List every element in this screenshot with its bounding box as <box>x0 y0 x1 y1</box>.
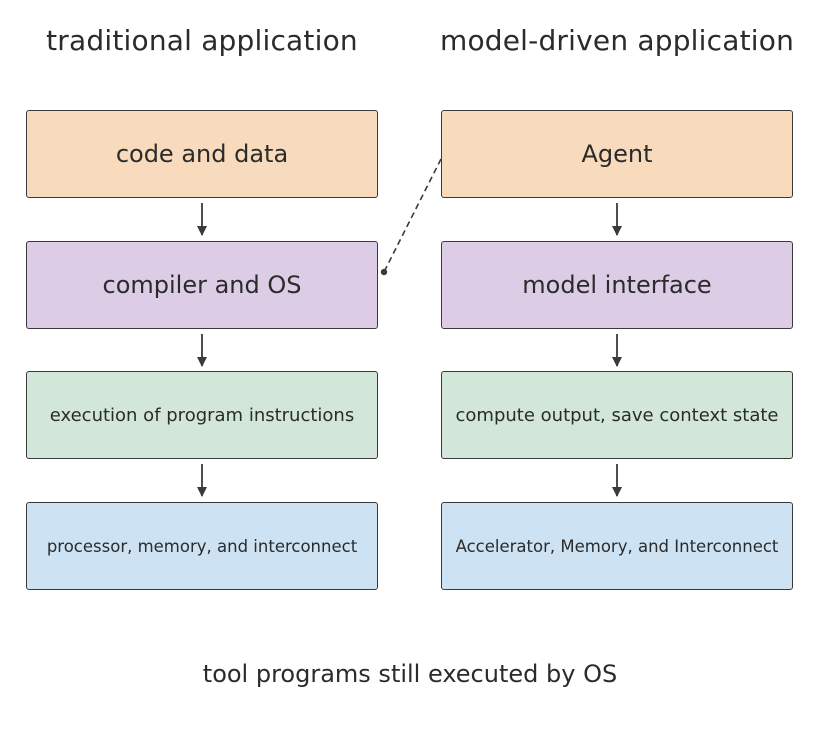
traditional-column-title: traditional application <box>46 24 358 57</box>
hardware-box-left: processor, memory, and interconnect <box>26 502 378 590</box>
dashed-connector-agent-to-os <box>380 158 442 276</box>
compiler-and-os-box: compiler and OS <box>26 241 378 329</box>
execution-box: execution of program instructions <box>26 371 378 459</box>
model-driven-column-title: model-driven application <box>439 24 795 57</box>
model-interface-box: model interface <box>441 241 793 329</box>
agent-box: Agent <box>441 110 793 198</box>
model-interface-label: model interface <box>522 271 712 299</box>
hardware-label-right: Accelerator, Memory, and Interconnect <box>455 536 779 556</box>
compute-output-box: compute output, save context state <box>441 371 793 459</box>
code-and-data-box: code and data <box>26 110 378 198</box>
footer-note: tool programs still executed by OS <box>202 660 618 688</box>
hardware-box-right: Accelerator, Memory, and Interconnect <box>441 502 793 590</box>
code-and-data-label: code and data <box>115 140 289 168</box>
compiler-and-os-label: compiler and OS <box>102 271 302 299</box>
agent-label: Agent <box>581 140 653 168</box>
compute-output-label: compute output, save context state <box>455 404 779 426</box>
hardware-label-left: processor, memory, and interconnect <box>46 536 358 556</box>
execution-label: execution of program instructions <box>49 404 355 426</box>
